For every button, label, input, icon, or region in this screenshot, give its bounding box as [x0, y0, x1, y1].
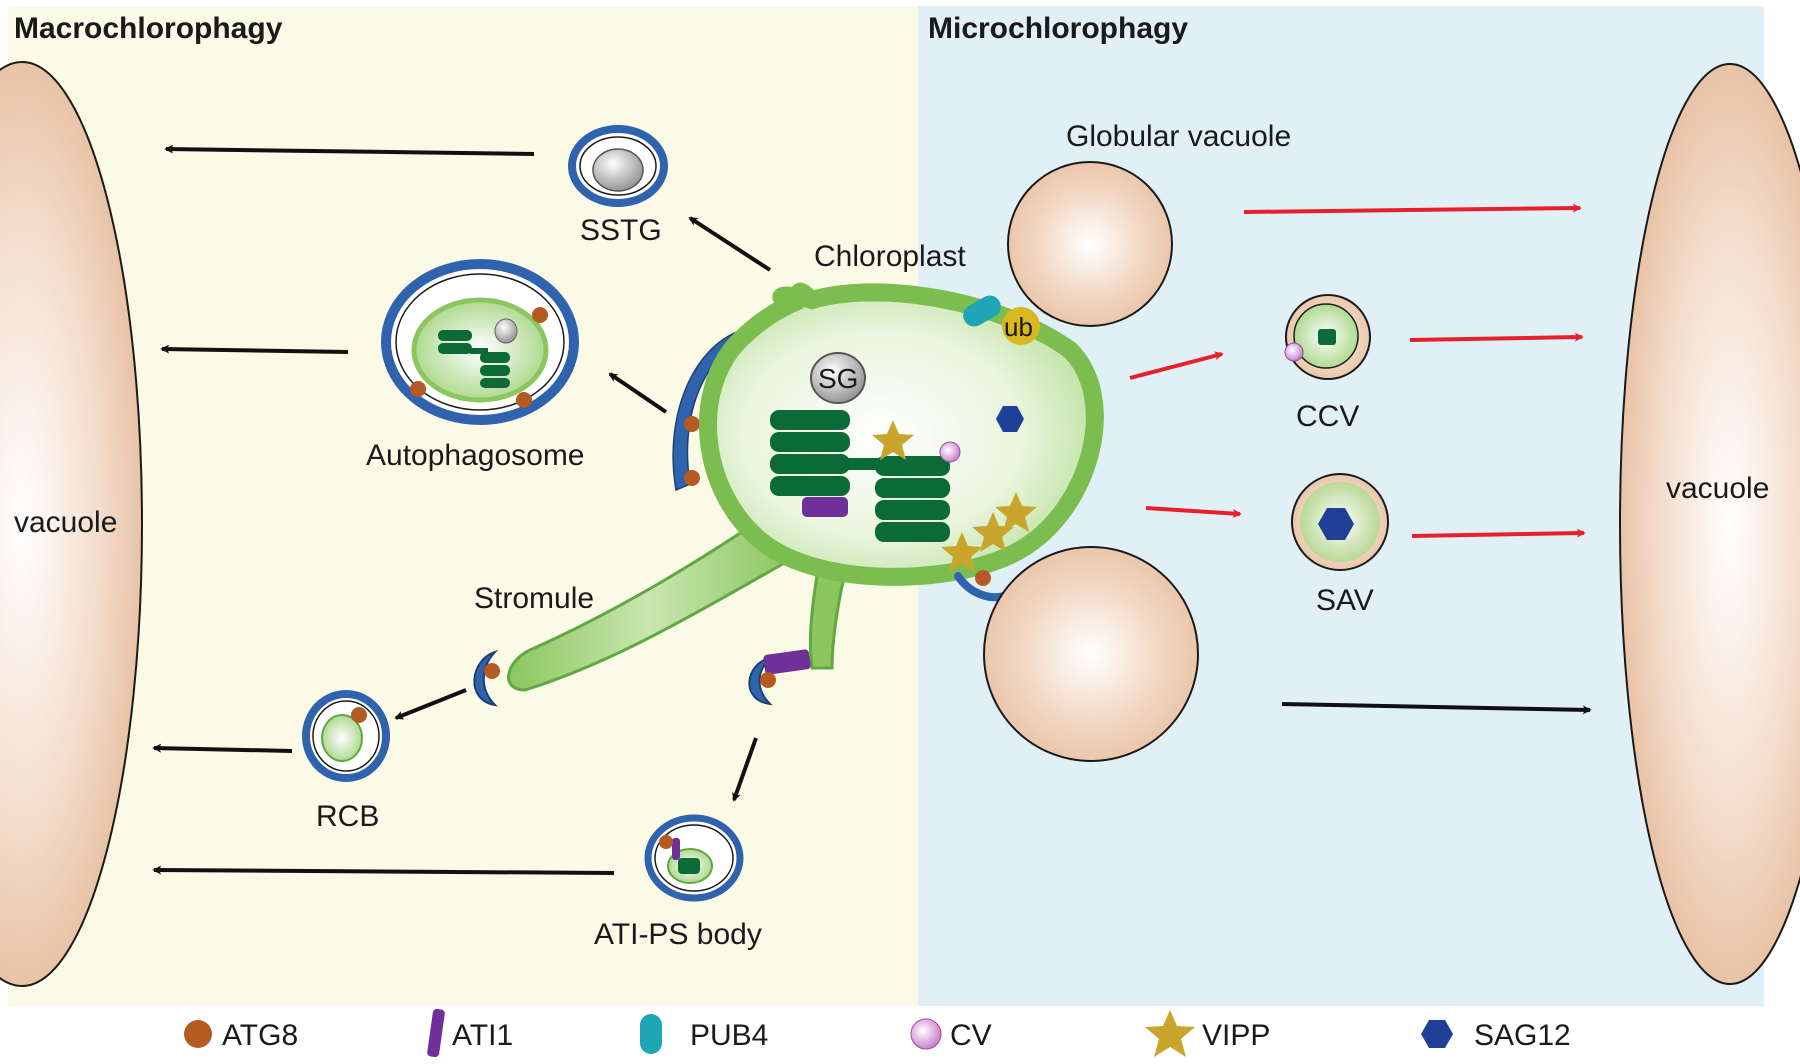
arrow-sstg-to-vacuole — [164, 144, 535, 156]
legend-atg8-label: ATG8 — [222, 1019, 298, 1052]
sav-vesicle — [1291, 473, 1389, 571]
red-arrow-to-ccv — [1129, 351, 1224, 380]
stromule — [507, 517, 793, 692]
rcb-vesicle — [302, 690, 390, 782]
atg8-on-phagophore — [684, 470, 700, 486]
ati-ps-phagophore — [748, 656, 774, 706]
legend-cv-label: CV — [950, 1019, 992, 1052]
autophagosome — [381, 259, 579, 425]
legend-vipp-swatch — [1145, 1010, 1195, 1057]
micro-title: Microchlorophagy — [928, 12, 1188, 45]
macro-title: Macrochlorophagy — [14, 12, 283, 45]
globular-vacuole-label: Globular vacuole — [1066, 120, 1291, 153]
sstg-vesicle — [568, 125, 668, 207]
vipp-star — [972, 512, 1014, 552]
sg-label: SG — [818, 363, 858, 394]
sstg-label: SSTG — [580, 214, 662, 247]
globular-vacuole-bottom — [983, 546, 1199, 762]
rcb-label: RCB — [316, 800, 379, 833]
sav-label: SAV — [1316, 584, 1374, 617]
legend-atg8-swatch — [184, 1020, 212, 1048]
pub4-on-chloroplast — [963, 295, 1001, 327]
ub-circle — [1002, 307, 1040, 345]
atg8-on-phagophore — [684, 416, 700, 432]
black-arrow-globular-to-vacuole — [1281, 702, 1592, 715]
phagophore — [672, 329, 746, 492]
legend-vipp-label: VIPP — [1202, 1019, 1270, 1052]
arrow-rcb-to-vacuole — [152, 743, 293, 753]
arrow-to-ati-ps-body — [732, 737, 758, 802]
vacuole-left-shape — [0, 61, 143, 987]
legend-sag12-swatch — [1421, 1020, 1453, 1048]
ati1-in-chloroplast — [802, 497, 848, 517]
stromule-lower — [808, 558, 850, 670]
vacuole-left-label: vacuole — [14, 506, 117, 539]
autophagosome-label: Autophagosome — [366, 439, 585, 472]
vipp-star — [995, 492, 1037, 532]
arrow-stromule-to-rcb — [394, 688, 467, 720]
atg8-on-rcb-phagophore — [484, 663, 500, 679]
cv-in-chloroplast — [939, 441, 961, 463]
ccv-vesicle — [1284, 294, 1371, 380]
legend: ATG8 ATI1 PUB4 CV VIPP SAG12 — [184, 1008, 1571, 1058]
sag12-in-chloroplast — [996, 406, 1024, 432]
arrow-autophagosome-to-vacuole — [160, 344, 349, 354]
red-arrow-globular-to-vacuole — [1243, 203, 1582, 214]
legend-bg — [0, 1006, 1800, 1064]
chloroplast-label: Chloroplast — [814, 240, 966, 273]
legend-pub4-label: PUB4 — [690, 1019, 768, 1052]
arrow-chloroplast-to-sstg — [688, 216, 772, 272]
legend-pub4-swatch — [640, 1014, 662, 1054]
vipp-star — [872, 420, 914, 460]
atg8-on-ati-phagophore — [760, 672, 776, 688]
red-arrow-ccv-to-vacuole — [1409, 332, 1584, 342]
thylakoid-grana — [770, 410, 950, 542]
ati-ps-body-vesicle — [644, 814, 744, 902]
vacuole-right-shape — [1619, 63, 1800, 985]
legend-cv-swatch — [910, 1018, 942, 1050]
ub-label: ub — [1004, 312, 1033, 342]
atg8-on-membrane — [975, 570, 991, 586]
vipp-star — [941, 532, 983, 572]
legend-ati1-swatch — [427, 1008, 445, 1058]
ati-ps-body-label: ATI-PS body — [594, 918, 762, 951]
arrow-to-autophagosome — [608, 372, 668, 414]
globular-vacuole-top — [1007, 161, 1173, 327]
legend-sag12-label: SAG12 — [1474, 1019, 1571, 1052]
vacuole-right-label: vacuole — [1666, 472, 1769, 505]
starch-granule — [810, 352, 866, 404]
ati1-on-phagophore — [763, 649, 811, 675]
legend-ati1-label: ATI1 — [452, 1019, 513, 1052]
stromule-label: Stromule — [474, 582, 594, 615]
ccv-label: CCV — [1296, 400, 1359, 433]
red-arrow-sav-to-vacuole — [1411, 528, 1586, 538]
arrow-ati-ps-to-vacuole — [152, 865, 615, 875]
red-arrow-to-sav — [1145, 506, 1242, 519]
